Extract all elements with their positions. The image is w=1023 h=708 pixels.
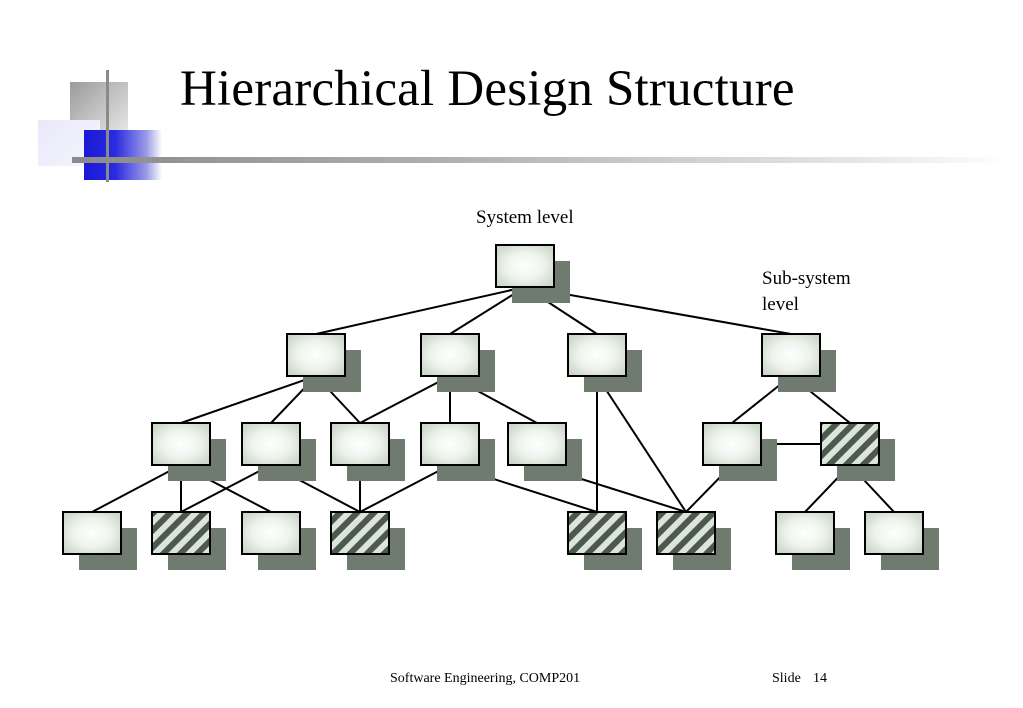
footer-course-name: Software Engineering, COMP201: [390, 671, 581, 686]
shared-module-box: [567, 511, 627, 555]
module-box: [702, 422, 762, 466]
module-box: [62, 511, 122, 555]
shared-module-box: [820, 422, 880, 466]
module-box: [241, 422, 301, 466]
decorative-blue-square: [84, 130, 162, 180]
module-box: [495, 244, 555, 288]
shared-module-box: [151, 511, 211, 555]
connector-line: [180, 464, 272, 513]
module-box: [420, 333, 480, 377]
connector-line: [359, 464, 451, 513]
module-box: [507, 422, 567, 466]
subsystem-level-label-line1: Sub-system: [762, 268, 851, 289]
shared-module-box: [330, 511, 390, 555]
connector-line: [596, 375, 687, 513]
connector-line: [180, 375, 317, 424]
connector-line: [91, 464, 182, 513]
module-box: [151, 422, 211, 466]
decorative-vertical-line: [106, 70, 109, 182]
subsystem-level-label-line2: level: [762, 294, 799, 315]
module-boxes: [62, 244, 924, 555]
module-box: [864, 511, 924, 555]
title-underline-bar: [72, 157, 1012, 163]
module-box: [775, 511, 835, 555]
module-box: [241, 511, 301, 555]
connector-line: [359, 375, 451, 424]
module-box: [567, 333, 627, 377]
module-box: [420, 422, 480, 466]
connector-line: [315, 286, 526, 335]
shared-module-box: [656, 511, 716, 555]
footer-slide-label: Slide: [772, 671, 801, 686]
module-box: [330, 422, 390, 466]
module-box: [761, 333, 821, 377]
slide-title: Hierarchical Design Structure: [180, 61, 795, 117]
system-level-label: System level: [476, 207, 574, 228]
footer-slide-number: 14: [813, 671, 827, 686]
module-box: [286, 333, 346, 377]
